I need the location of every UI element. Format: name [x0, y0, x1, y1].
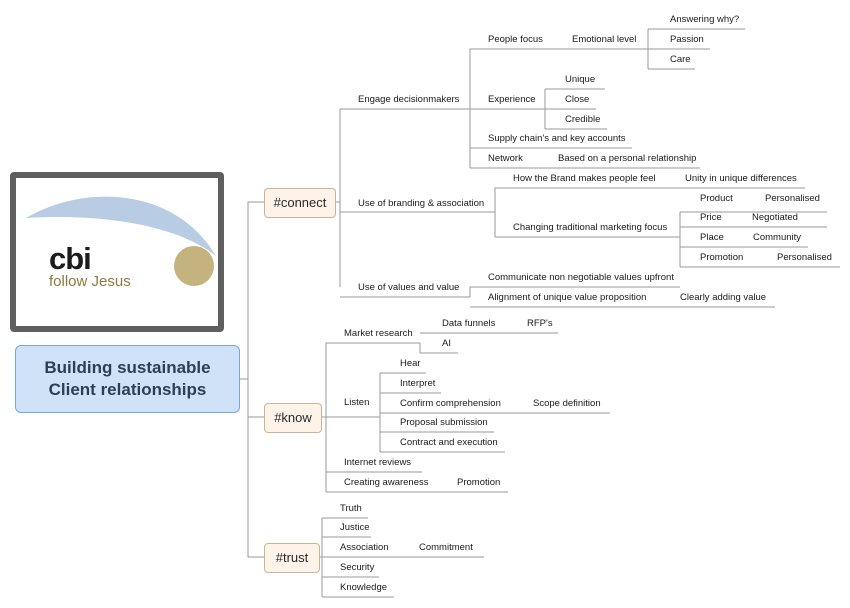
hub-connect[interactable]: #connect — [264, 188, 336, 218]
logo-wordmark: cbi — [49, 241, 92, 276]
node-contract-execution[interactable]: Contract and execution — [400, 437, 498, 448]
node-confirm-comprehension[interactable]: Confirm comprehension — [400, 398, 501, 409]
node-passion[interactable]: Passion — [670, 34, 704, 45]
node-supply-chains[interactable]: Supply chain's and key accounts — [488, 133, 626, 144]
node-negotiated[interactable]: Negotiated — [752, 212, 798, 223]
node-emotional-level[interactable]: Emotional level — [572, 34, 637, 45]
node-price[interactable]: Price — [700, 212, 722, 223]
node-personalised-2[interactable]: Personalised — [777, 252, 832, 263]
node-hear[interactable]: Hear — [400, 358, 421, 369]
central-topic-line1: Building sustainable — [44, 358, 211, 377]
node-care[interactable]: Care — [670, 54, 691, 65]
node-know-promotion[interactable]: Promotion — [457, 477, 501, 488]
node-experience[interactable]: Experience — [488, 94, 536, 105]
hub-trust[interactable]: #trust — [264, 543, 320, 573]
node-market-research[interactable]: Market research — [344, 328, 413, 339]
logo-swoosh-icon — [26, 196, 216, 286]
node-internet-reviews[interactable]: Internet reviews — [344, 457, 412, 468]
node-truth[interactable]: Truth — [340, 503, 362, 514]
node-scope-definition[interactable]: Scope definition — [533, 398, 601, 409]
node-changing-focus[interactable]: Changing traditional marketing focus — [513, 222, 668, 233]
node-knowledge[interactable]: Knowledge — [340, 582, 388, 593]
node-communicate-values[interactable]: Communicate non negotiable values upfron… — [488, 272, 674, 283]
node-credible[interactable]: Credible — [565, 114, 601, 125]
node-security[interactable]: Security — [340, 562, 375, 573]
node-data-funnels[interactable]: Data funnels — [442, 318, 496, 329]
node-rfps[interactable]: RFP's — [527, 318, 553, 329]
node-clearly-adding-value[interactable]: Clearly adding value — [680, 292, 767, 303]
node-personal-relationship[interactable]: Based on a personal relationship — [558, 153, 697, 164]
node-values[interactable]: Use of values and value — [358, 282, 460, 293]
logo-tagline: follow Jesus — [49, 273, 131, 290]
node-engage-decisionmakers[interactable]: Engage decisionmakers — [358, 94, 460, 105]
central-topic[interactable]: Building sustainable Client relationship… — [15, 345, 240, 413]
node-people-focus[interactable]: People focus — [488, 34, 543, 45]
node-answering-why[interactable]: Answering why? — [670, 14, 740, 25]
node-listen[interactable]: Listen — [344, 397, 370, 408]
node-unique[interactable]: Unique — [565, 74, 596, 85]
node-personalised-1[interactable]: Personalised — [765, 193, 820, 204]
node-association[interactable]: Association — [340, 542, 389, 553]
node-place[interactable]: Place — [700, 232, 724, 243]
node-proposal-submission[interactable]: Proposal submission — [400, 417, 488, 428]
cbi-logo: cbi follow Jesus — [10, 172, 224, 332]
node-how-brand[interactable]: How the Brand makes people feel — [513, 173, 656, 184]
node-creating-awareness[interactable]: Creating awareness — [344, 477, 429, 488]
node-promotion[interactable]: Promotion — [700, 252, 744, 263]
node-network[interactable]: Network — [488, 153, 523, 164]
node-branding-association[interactable]: Use of branding & association — [358, 198, 485, 209]
node-commitment[interactable]: Commitment — [419, 542, 473, 553]
node-alignment[interactable]: Alignment of unique value proposition — [488, 292, 647, 303]
node-interpret[interactable]: Interpret — [400, 378, 436, 389]
node-community[interactable]: Community — [753, 232, 802, 243]
node-product[interactable]: Product — [700, 193, 733, 204]
central-topic-line2: Client relationships — [48, 380, 207, 399]
hub-know[interactable]: #know — [264, 403, 322, 433]
node-ai[interactable]: AI — [442, 338, 451, 349]
node-close[interactable]: Close — [565, 94, 590, 105]
node-unity[interactable]: Unity in unique differences — [685, 173, 797, 184]
node-justice[interactable]: Justice — [340, 522, 370, 533]
